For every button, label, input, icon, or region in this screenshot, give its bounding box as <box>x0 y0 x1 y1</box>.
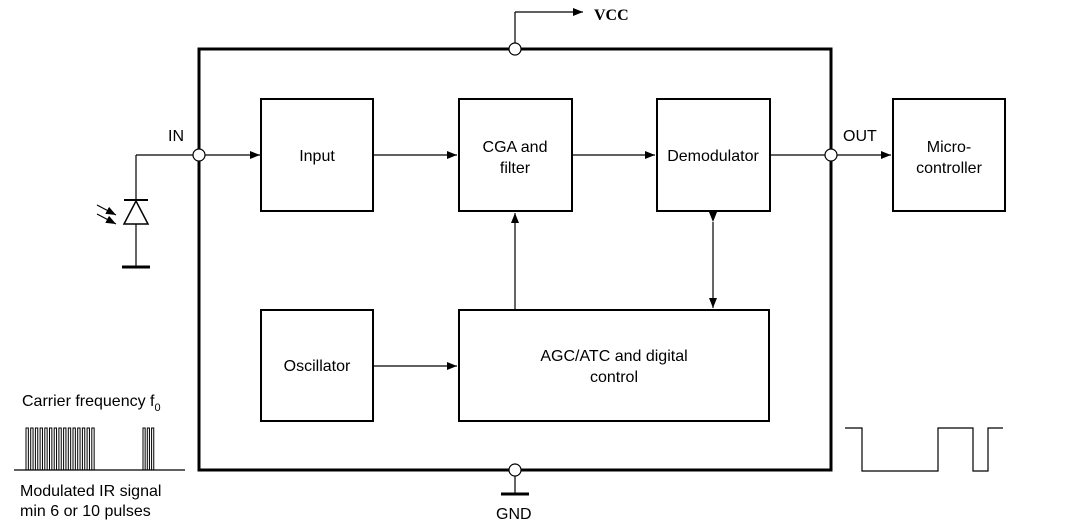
signal-caption-line2: min 6 or 10 pulses <box>20 503 151 520</box>
in-label: IN <box>168 128 184 145</box>
input-block: Input <box>260 98 374 212</box>
pulse-burst-2 <box>142 427 156 471</box>
mcu-label-line1: Micro- <box>927 139 971 156</box>
microcontroller-block: Micro- controller <box>892 98 1006 212</box>
cga-filter-block: CGA and filter <box>458 98 573 212</box>
agc-label-line1: AGC/ATC and digital <box>540 348 687 365</box>
in-pin <box>192 148 206 162</box>
carrier-frequency-label: Carrier frequency f0 <box>22 393 161 414</box>
oscillator-label: Oscillator <box>284 358 351 375</box>
agc-block: AGC/ATC and digital control <box>458 309 770 422</box>
vcc-pin: VCC <box>508 7 629 56</box>
demodulator-block: Demodulator <box>656 98 771 212</box>
modulated-ir-waveform <box>14 427 185 471</box>
pulse-train <box>25 427 97 471</box>
gnd-pin: GND <box>496 463 532 523</box>
out-label: OUT <box>843 128 877 145</box>
out-pin <box>824 148 838 162</box>
pulse-burst-1 <box>25 427 97 471</box>
oscillator-block: Oscillator <box>260 309 374 422</box>
pulse-train <box>142 427 156 471</box>
signal-caption-line1: Modulated IR signal <box>20 483 161 500</box>
cga-label-line1: CGA and <box>483 139 548 156</box>
cga-label-line2: filter <box>500 160 531 177</box>
agc-label-line2: control <box>590 369 638 386</box>
photodiode <box>96 154 193 269</box>
input-label: Input <box>299 148 335 165</box>
vcc-label: VCC <box>594 7 629 24</box>
output-waveform <box>845 427 1003 472</box>
demodulator-label: Demodulator <box>667 148 759 165</box>
gnd-label: GND <box>496 506 532 523</box>
mcu-label-line2: controller <box>916 160 982 177</box>
